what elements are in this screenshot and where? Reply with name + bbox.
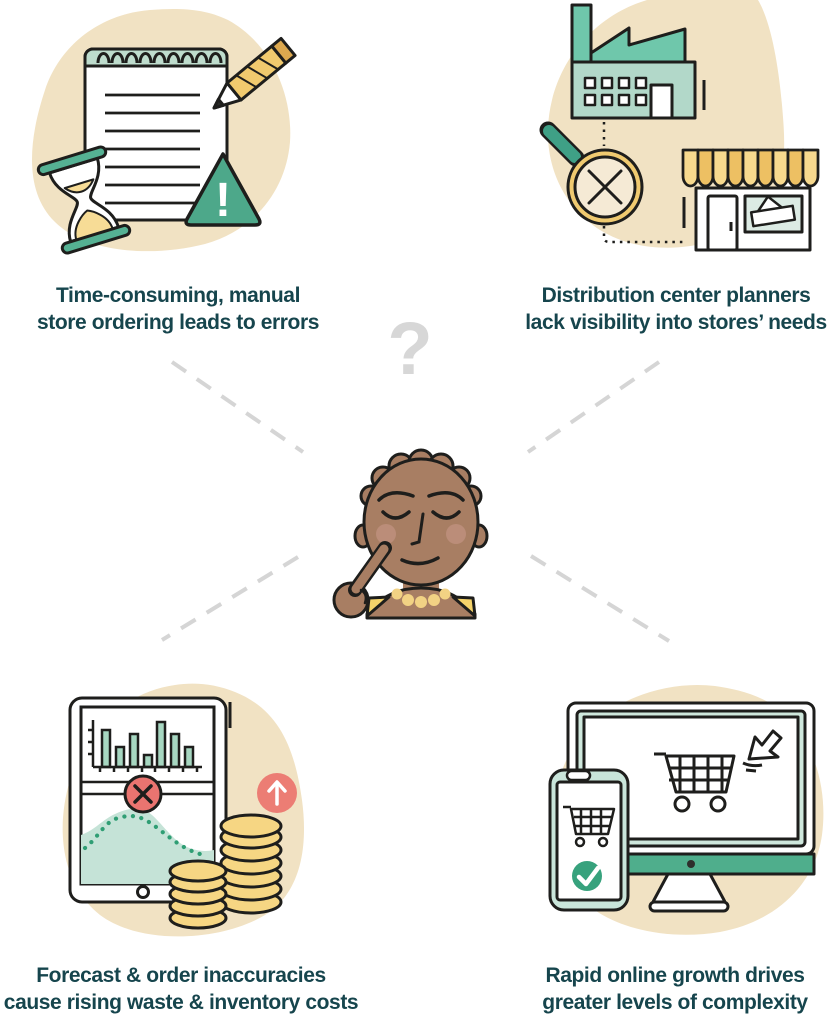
bar-chart-icon — [88, 720, 202, 772]
pencil-icon — [212, 36, 297, 110]
caption-line: Rapid online growth drives — [545, 964, 805, 987]
caption-bottom-left: Forecast & order inaccuracies cause risi… — [0, 962, 381, 1016]
checkmark-circle-icon — [572, 861, 602, 891]
illustration-online-growth — [548, 684, 824, 935]
connector-line-bottom-right — [529, 554, 671, 643]
connector-line-bottom-left — [160, 555, 300, 642]
tablet-icon — [68, 696, 232, 904]
necklace-beads — [391, 588, 451, 608]
cursor-arrow-icon — [742, 729, 783, 773]
illustration-distribution-center — [539, 0, 820, 252]
caption-top-right: Distribution center planners lack visibi… — [476, 282, 832, 336]
shopping-cart-icon — [654, 752, 736, 813]
nose — [410, 512, 425, 546]
caption-top-left: Time-consuming, manual store ordering le… — [0, 282, 378, 336]
hourglass-icon — [36, 145, 132, 255]
caption-line: cause rising waste & inventory costs — [3, 991, 359, 1014]
connector-line-top-right — [526, 360, 661, 454]
caption-line: store ordering leads to errors — [36, 311, 320, 334]
eyebrow-left — [377, 491, 415, 502]
illustration-forecast-costs — [62, 683, 305, 937]
thinking-person-figure — [332, 448, 489, 620]
coins-icon — [168, 813, 283, 930]
cheek-right — [446, 524, 466, 544]
mouth — [400, 556, 440, 566]
cheek-left — [376, 524, 396, 544]
eyebrow-right — [427, 491, 465, 502]
caption-line: Forecast & order inaccuracies — [36, 964, 326, 987]
question-mark: ? — [387, 307, 433, 390]
eye-left — [381, 510, 411, 520]
caption-line: greater levels of complexity — [542, 991, 808, 1014]
dotted-link-line — [602, 226, 686, 244]
magnifier-x-icon — [539, 121, 644, 226]
error-x-icon — [123, 774, 163, 814]
notepad-icon — [83, 47, 229, 222]
factory-icon — [570, 3, 706, 120]
face — [377, 491, 465, 566]
storefront-icon — [681, 148, 820, 252]
warning-exclamation: ! — [215, 174, 231, 227]
thinking-hand — [332, 541, 392, 619]
connector-line-top-left — [170, 360, 305, 454]
illustration-manual-ordering: ! — [31, 9, 297, 255]
caption-line: Distribution center planners — [541, 284, 811, 307]
caption-line: Time-consuming, manual — [55, 284, 301, 307]
warning-triangle-icon: ! — [184, 152, 262, 227]
caption-bottom-right: Rapid online growth drives greater level… — [475, 962, 832, 1016]
arrow-up-circle-icon — [257, 773, 297, 813]
shopping-cart-icon — [563, 805, 616, 848]
collar-right — [451, 595, 477, 618]
caption-line: lack visibility into stores’ needs — [525, 311, 827, 334]
eye-right — [431, 510, 461, 520]
smartphone-icon — [548, 768, 630, 912]
